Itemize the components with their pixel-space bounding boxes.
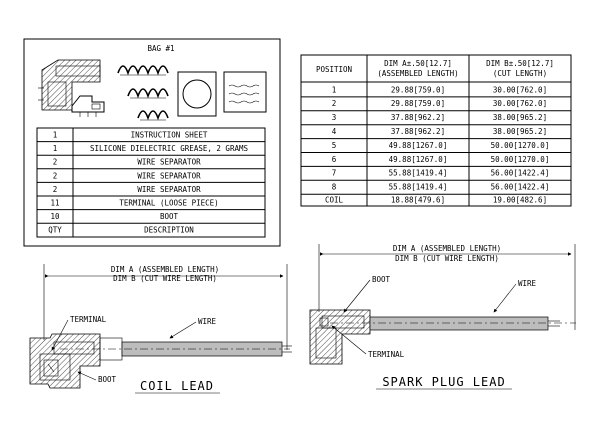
row-position: 8 <box>332 183 337 192</box>
bag-title: BAG #1 <box>147 44 174 53</box>
bag-item-row: 1 INSTRUCTION SHEET <box>53 131 208 140</box>
header-dim-b: DIM B±.50[12.7] <box>486 59 554 68</box>
table-row: 5 49.88[1267.0] 50.00[1270.0] <box>332 141 550 150</box>
spark-plug-lead-title: SPARK PLUG LEAD <box>382 375 505 389</box>
row-position: 2 <box>332 99 337 108</box>
table-row: 1 29.88[759.0] 30.00[762.0] <box>332 85 547 94</box>
bag-items-table: 1 INSTRUCTION SHEET 1 SILICONE DIELECTRI… <box>36 127 266 238</box>
spark-plug-lead-drawing: DIM A (ASSEMBLED LENGTH) DIM B (CUT WIRE… <box>309 244 576 390</box>
row-position: COIL <box>325 196 344 205</box>
bag-header-description: DESCRIPTION <box>144 226 194 235</box>
bag-item-description: SILICONE DIELECTRIC GREASE, 2 GRAMS <box>90 144 249 153</box>
row-dim-b: 38.00[965.2] <box>493 127 547 136</box>
bag-item-description: BOOT <box>160 212 179 221</box>
row-dim-a: 18.88[479.6] <box>391 196 445 205</box>
bag-items-header: QTY DESCRIPTION <box>48 226 194 235</box>
bag-item-row: 10 BOOT <box>50 212 178 221</box>
spark-dim-a-label: DIM A (ASSEMBLED LENGTH) <box>393 244 501 253</box>
bag-item-qty: 1 <box>53 144 58 153</box>
row-dim-b: 50.00[1270.0] <box>491 141 550 150</box>
bag-item-description: WIRE SEPARATOR <box>137 185 201 194</box>
row-dim-a: 49.88[1267.0] <box>389 141 448 150</box>
header-dim-a-sub: (ASSEMBLED LENGTH) <box>377 69 458 78</box>
table-row: 2 29.88[759.0] 30.00[762.0] <box>332 99 547 108</box>
coil-dim-b-label: DIM B (CUT WIRE LENGTH) <box>113 274 217 283</box>
bag-item-qty: 1 <box>53 131 58 140</box>
spark-wire-label: WIRE <box>518 279 537 288</box>
row-dim-b: 30.00[762.0] <box>493 85 547 94</box>
spark-dim-b-label: DIM B (CUT WIRE LENGTH) <box>395 254 499 263</box>
dimension-table-header: POSITION DIM A±.50[12.7] (ASSEMBLED LENG… <box>316 59 554 78</box>
row-dim-b: 56.00[1422.4] <box>491 169 550 178</box>
bag-item-row: 2 WIRE SEPARATOR <box>53 158 201 167</box>
row-position: 7 <box>332 169 337 178</box>
terminal-illustration <box>71 95 105 117</box>
bag-item-qty: 2 <box>53 171 58 180</box>
row-position: 1 <box>332 85 337 94</box>
table-row: 6 49.88[1267.0] 50.00[1270.0] <box>332 155 550 164</box>
coil-boot-label: BOOT <box>98 375 117 384</box>
table-row: 7 55.88[1419.4] 56.00[1422.4] <box>332 169 550 178</box>
bag-item-description: WIRE SEPARATOR <box>137 171 201 180</box>
row-dim-a: 37.88[962.2] <box>391 113 445 122</box>
coil-lead-drawing: DIM A (ASSEMBLED LENGTH) DIM B (CUT WIRE… <box>29 264 292 394</box>
table-row: 4 37.88[962.2] 38.00[965.2] <box>332 127 547 136</box>
coil-dim-a-label: DIM A (ASSEMBLED LENGTH) <box>111 265 219 274</box>
row-dim-a: 55.88[1419.4] <box>389 169 448 178</box>
bag-item-description: TERMINAL (LOOSE PIECE) <box>119 199 218 208</box>
bag-item-description: INSTRUCTION SHEET <box>131 131 208 140</box>
bag-item-row: 2 WIRE SEPARATOR <box>53 185 201 194</box>
coil-lead-title: COIL LEAD <box>140 379 214 393</box>
bag-panel: BAG #1 <box>23 38 281 247</box>
bag-item-qty: 11 <box>50 199 59 208</box>
wire-separator-illustrations <box>117 65 169 121</box>
row-dim-a: 49.88[1267.0] <box>389 155 448 164</box>
spark-boot-label: BOOT <box>372 275 391 284</box>
instruction-sheet-illustration <box>223 71 267 113</box>
table-row: 8 55.88[1419.4] 56.00[1422.4] <box>332 183 550 192</box>
row-dim-a: 29.88[759.0] <box>391 99 445 108</box>
coil-terminal-label: TERMINAL <box>70 315 107 324</box>
row-dim-a: 37.88[962.2] <box>391 127 445 136</box>
bag-item-qty: 2 <box>53 158 58 167</box>
row-position: 5 <box>332 141 337 150</box>
table-row: 3 37.88[962.2] 38.00[965.2] <box>332 113 547 122</box>
header-dim-a: DIM A±.50[12.7] <box>384 59 452 68</box>
bag-item-qty: 2 <box>53 185 58 194</box>
bag-item-row: 2 WIRE SEPARATOR <box>53 171 201 180</box>
bag-item-row: 1 SILICONE DIELECTRIC GREASE, 2 GRAMS <box>53 144 249 153</box>
spark-terminal-label: TERMINAL <box>368 350 405 359</box>
row-position: 3 <box>332 113 337 122</box>
bag-header-qty: QTY <box>48 226 62 235</box>
row-dim-b: 30.00[762.0] <box>493 99 547 108</box>
bag-item-qty: 10 <box>50 212 60 221</box>
row-dim-b: 50.00[1270.0] <box>491 155 550 164</box>
table-row: COIL 18.88[479.6] 19.00[482.6] <box>325 196 547 205</box>
header-position: POSITION <box>316 65 352 74</box>
boot-part-illustration <box>38 59 101 111</box>
coil-wire-label: WIRE <box>198 317 217 326</box>
dimension-table: POSITION DIM A±.50[12.7] (ASSEMBLED LENG… <box>300 54 572 207</box>
row-dim-a: 55.88[1419.4] <box>389 183 448 192</box>
row-position: 4 <box>332 127 337 136</box>
row-dim-b: 38.00[965.2] <box>493 113 547 122</box>
bag-item-description: WIRE SEPARATOR <box>137 158 201 167</box>
grease-packet-illustration <box>177 71 217 117</box>
row-dim-b: 56.00[1422.4] <box>491 183 550 192</box>
bag-item-row: 11 TERMINAL (LOOSE PIECE) <box>50 199 218 208</box>
row-dim-b: 19.00[482.6] <box>493 196 547 205</box>
row-position: 6 <box>332 155 337 164</box>
header-dim-b-sub: (CUT LENGTH) <box>493 69 547 78</box>
row-dim-a: 29.88[759.0] <box>391 85 445 94</box>
